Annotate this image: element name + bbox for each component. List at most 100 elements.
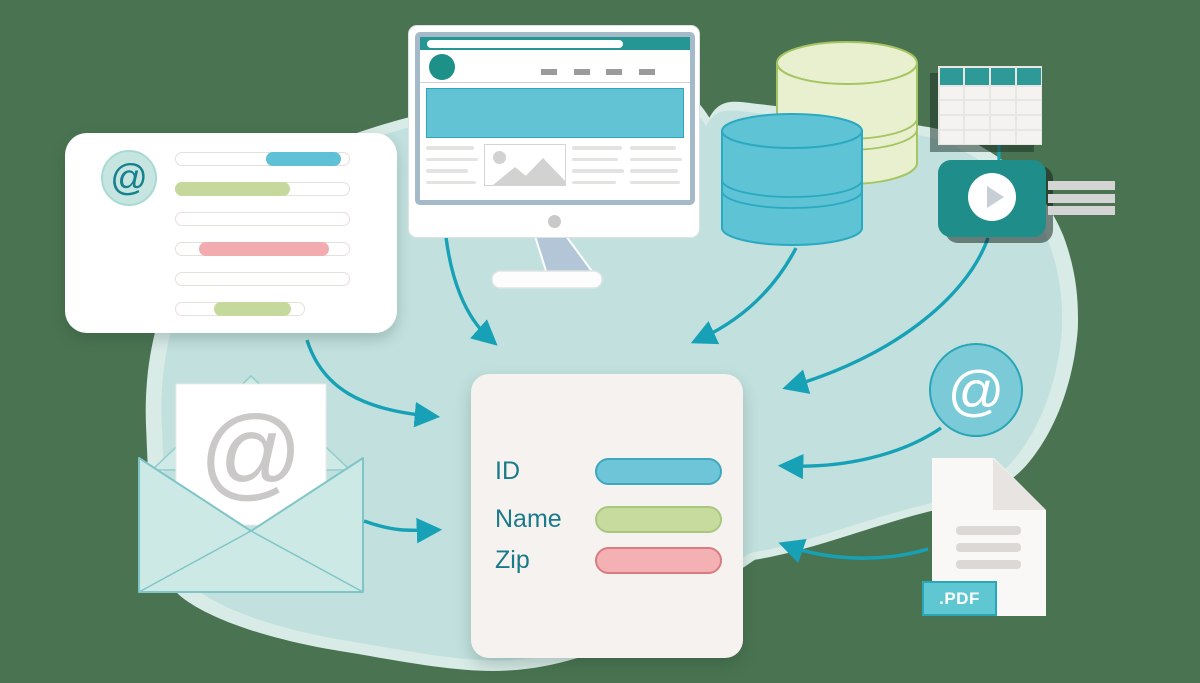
spreadsheet-cell bbox=[939, 86, 964, 100]
record-card: ID Name Zip bbox=[471, 374, 743, 658]
email-at-symbol: @ bbox=[110, 157, 148, 198]
nav-menu-item[interactable] bbox=[541, 69, 557, 75]
spreadsheet-cell bbox=[991, 130, 1015, 144]
arrow-database-to-card bbox=[690, 247, 798, 345]
field-row: Name bbox=[495, 505, 722, 533]
monitor-stand bbox=[491, 235, 603, 289]
spreadsheet-cell bbox=[965, 86, 989, 100]
field-value-id[interactable] bbox=[595, 458, 722, 485]
spreadsheet-cell bbox=[1016, 130, 1041, 144]
field-row: Zip bbox=[495, 546, 722, 574]
text-bar bbox=[175, 212, 350, 226]
desktop-monitor bbox=[408, 25, 700, 238]
text-line bbox=[1048, 181, 1115, 190]
pdf-badge: .PDF bbox=[922, 581, 997, 616]
field-value-zip[interactable] bbox=[595, 547, 722, 574]
text-line bbox=[1048, 193, 1115, 203]
text-line bbox=[572, 180, 616, 184]
highlight-segment bbox=[199, 241, 329, 256]
text-line bbox=[426, 146, 474, 150]
nav-menu-item[interactable] bbox=[639, 69, 655, 75]
field-value-name[interactable] bbox=[595, 506, 722, 533]
image-sun-icon bbox=[493, 151, 506, 164]
image-placeholder bbox=[484, 144, 566, 186]
field-label-name: Name bbox=[495, 505, 562, 533]
text-line bbox=[426, 157, 478, 161]
text-line bbox=[956, 543, 1021, 552]
highlight-segment bbox=[175, 181, 290, 196]
monitor-bezel bbox=[415, 32, 695, 205]
image-mountain-icon bbox=[517, 158, 565, 185]
record-fields: ID Name Zip bbox=[495, 457, 722, 574]
arrow-email-to-card bbox=[305, 339, 441, 428]
highlight-segment bbox=[266, 151, 341, 166]
arrow-at-to-card bbox=[777, 426, 942, 480]
text-bar bbox=[175, 181, 350, 196]
text-line bbox=[956, 560, 1021, 569]
spreadsheet-cell bbox=[1016, 101, 1041, 114]
spreadsheet-cell bbox=[1016, 116, 1041, 129]
spreadsheet-header-cell bbox=[991, 67, 1015, 85]
text-line bbox=[630, 146, 676, 150]
email-message-card: @ bbox=[65, 133, 397, 333]
text-line bbox=[426, 180, 476, 184]
text-bar bbox=[175, 241, 350, 256]
arrow-video-to-card bbox=[782, 237, 990, 394]
page-content bbox=[420, 144, 690, 192]
field-row: ID bbox=[495, 457, 722, 485]
spreadsheet-cell bbox=[991, 86, 1015, 100]
spreadsheet-cell bbox=[965, 101, 989, 114]
text-lines-group bbox=[1048, 181, 1115, 219]
address-bar[interactable] bbox=[427, 39, 623, 48]
text-column bbox=[572, 144, 624, 192]
text-line bbox=[572, 157, 618, 161]
text-bar bbox=[175, 301, 305, 316]
text-line bbox=[572, 146, 622, 150]
text-line bbox=[572, 169, 624, 173]
envelope-icon: @ bbox=[138, 374, 364, 593]
spreadsheet-cell bbox=[965, 130, 989, 144]
text-column bbox=[630, 144, 682, 192]
text-line bbox=[956, 526, 1021, 535]
play-icon bbox=[986, 186, 1004, 208]
spreadsheet-icon bbox=[938, 66, 1042, 145]
text-bar bbox=[175, 272, 350, 286]
text-line bbox=[630, 180, 680, 184]
text-line bbox=[630, 157, 682, 161]
email-at-icon: @ bbox=[101, 150, 157, 206]
arrow-monitor-to-card bbox=[444, 236, 498, 346]
text-bar bbox=[175, 151, 350, 166]
scrollbar[interactable] bbox=[685, 105, 690, 131]
nav-menu-item[interactable] bbox=[574, 69, 590, 75]
spreadsheet-header-cell bbox=[939, 67, 964, 85]
text-column bbox=[426, 144, 478, 192]
monitor-chin bbox=[409, 204, 699, 237]
spreadsheet-cell bbox=[991, 116, 1015, 129]
spreadsheet-cell bbox=[965, 116, 989, 129]
pdf-badge-label: .PDF bbox=[939, 588, 980, 608]
arrow-pdf-to-card bbox=[778, 539, 929, 564]
power-button[interactable] bbox=[547, 215, 561, 228]
spreadsheet-cell bbox=[991, 101, 1015, 114]
highlight-segment bbox=[214, 301, 291, 316]
nav-menu-item[interactable] bbox=[606, 69, 622, 75]
spreadsheet-header-cell bbox=[965, 67, 989, 85]
hero-banner bbox=[426, 88, 684, 138]
site-navbar bbox=[420, 50, 690, 83]
at-symbol: @ bbox=[947, 358, 1005, 422]
spreadsheet-cell bbox=[1016, 86, 1041, 100]
browser-toolbar bbox=[420, 37, 690, 50]
at-symbol-icon: @ bbox=[929, 343, 1023, 437]
text-line bbox=[1048, 206, 1115, 215]
text-line bbox=[630, 169, 678, 173]
spreadsheet-cell bbox=[939, 101, 964, 114]
field-label-zip: Zip bbox=[495, 546, 530, 574]
site-logo bbox=[429, 54, 455, 80]
spreadsheet-cell bbox=[939, 130, 964, 144]
flow-arrows bbox=[305, 236, 990, 564]
play-button[interactable] bbox=[968, 173, 1016, 221]
envelope-at-symbol: @ bbox=[199, 395, 303, 509]
spreadsheet-header-cell bbox=[1016, 67, 1041, 85]
arrow-envelope-to-card bbox=[363, 517, 443, 544]
database-blue-icon bbox=[721, 113, 863, 246]
